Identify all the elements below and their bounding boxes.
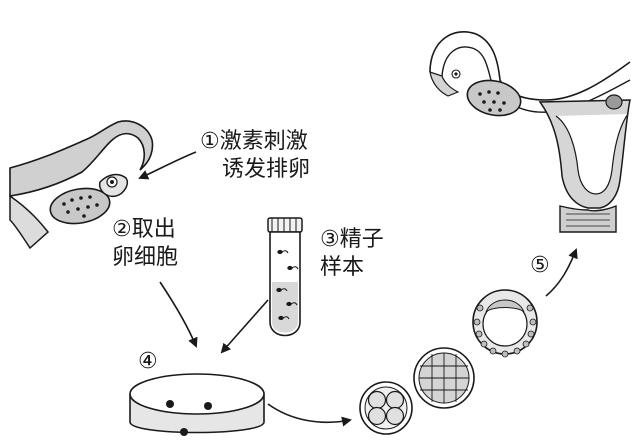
label-step3: ③精子 样本 <box>320 226 384 282</box>
sperm-test-tube <box>267 217 303 337</box>
step2-number: ② <box>112 217 132 242</box>
step3-number: ③ <box>320 227 340 252</box>
embryo-blastocyst <box>472 289 538 358</box>
step5-number: ⑤ <box>530 253 550 278</box>
arrow-dish-to-embryo <box>267 403 352 427</box>
dish-egg-dot <box>180 428 188 436</box>
arrow-sperm-to-dish <box>220 299 269 354</box>
step4-number: ④ <box>138 349 158 374</box>
implanted-embryo <box>605 94 623 110</box>
dish-egg-dot <box>204 402 212 410</box>
step2-line1: 取出 <box>131 217 176 242</box>
petri-dish <box>129 373 265 436</box>
step3-line1: 精子 <box>339 227 384 252</box>
label-step1: ①激素刺激 诱发排卵 <box>200 128 310 184</box>
embryo-morula <box>413 347 475 409</box>
step1-line1: 激素刺激 <box>219 129 308 154</box>
step1-number: ① <box>200 129 220 154</box>
label-step2: ②取出 卵细胞 <box>112 216 178 272</box>
arrow-hormone-to-ovary <box>138 151 197 180</box>
arrow-egg-to-dish <box>159 281 198 348</box>
embryo-four-cell <box>359 381 413 435</box>
step1-line2: 诱发排卵 <box>222 157 311 182</box>
label-step5: ⑤ <box>530 252 550 280</box>
step2-line2: 卵细胞 <box>112 245 179 270</box>
uterus <box>429 31 631 233</box>
label-step4: ④ <box>138 348 158 376</box>
left-reproductive-organ <box>9 120 154 250</box>
arrow-blastocyst-to-uterus <box>545 248 578 297</box>
dish-egg-dot <box>166 400 174 408</box>
step3-line2: 样本 <box>320 255 365 280</box>
